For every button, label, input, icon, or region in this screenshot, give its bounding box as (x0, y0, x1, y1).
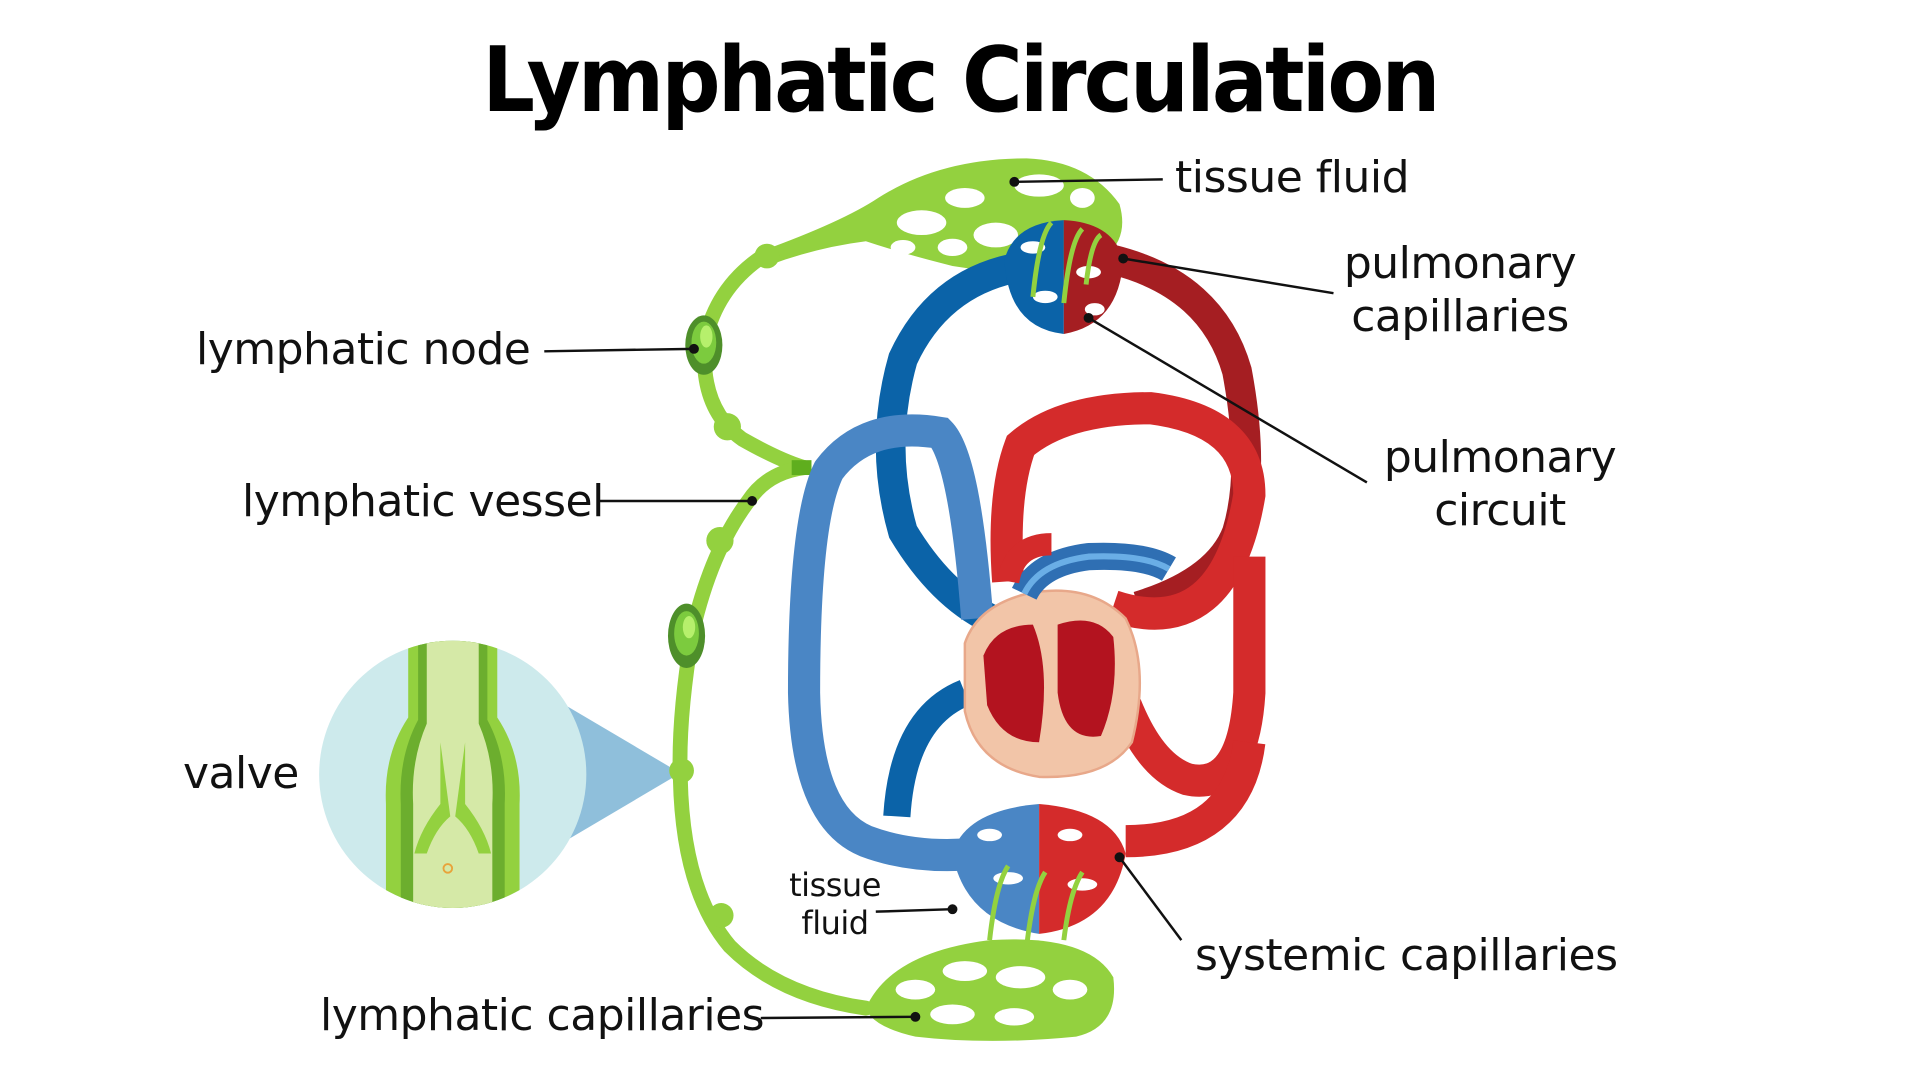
label-lymphatic-capillaries: lymphatic capillaries (320, 990, 765, 1041)
heart (963, 533, 1176, 779)
lymphatic-bulges (669, 243, 780, 928)
label-lymphatic-vessel: lymphatic vessel (242, 476, 604, 527)
lymphatic-node-upper (685, 315, 723, 375)
leader-lymphatic-node (544, 347, 694, 353)
label-lymphatic-node: lymphatic node (196, 324, 531, 375)
lymphatic-capillaries-bottom (865, 939, 1115, 1041)
systemic-circuit (787, 392, 1266, 872)
valve-flap-right (455, 742, 492, 854)
leader-systemic-capillaries (1118, 856, 1183, 941)
leader-tissue-fluid-bottom (875, 907, 953, 913)
leader-lymphatic-capillaries (760, 1015, 916, 1020)
leader-tissue-fluid-top (1014, 178, 1163, 184)
label-tissue-fluid-bottom-line2: fluid (801, 904, 869, 943)
systemic-capillaries (952, 804, 1126, 947)
label-pulmonary-circuit-line2: circuit (1434, 484, 1566, 536)
label-tissue-fluid-bottom: tissue fluid (775, 866, 895, 943)
label-tissue-fluid-top: tissue fluid (1175, 152, 1410, 203)
leader-lines (544, 178, 1368, 1020)
leader-pulmonary-capillaries (1122, 257, 1334, 295)
label-pulmonary-capillaries-line2: capillaries (1351, 290, 1569, 342)
label-valve: valve (183, 748, 299, 799)
label-pulmonary-circuit-line1: pulmonary (1383, 432, 1617, 483)
label-systemic-capillaries: systemic capillaries (1195, 930, 1618, 981)
diagram-title: Lymphatic Circulation (482, 28, 1440, 133)
label-pulmonary-circuit: pulmonary circuit (1380, 432, 1620, 538)
label-pulmonary-capillaries: pulmonary capillaries (1340, 238, 1580, 344)
leader-dots (689, 176, 1129, 1022)
lymphatic-node-lower (667, 603, 706, 668)
label-pulmonary-capillaries-line1: pulmonary (1343, 238, 1577, 289)
valve-flap-left (414, 742, 451, 854)
valve-illustration (385, 640, 520, 908)
lymphatic-junction (791, 460, 812, 476)
pulmonary-capillaries (1004, 220, 1124, 334)
leader-pulmonary-circuit (1087, 316, 1368, 484)
valve-callout (319, 640, 681, 908)
label-tissue-fluid-bottom-line1: tissue (789, 866, 881, 904)
